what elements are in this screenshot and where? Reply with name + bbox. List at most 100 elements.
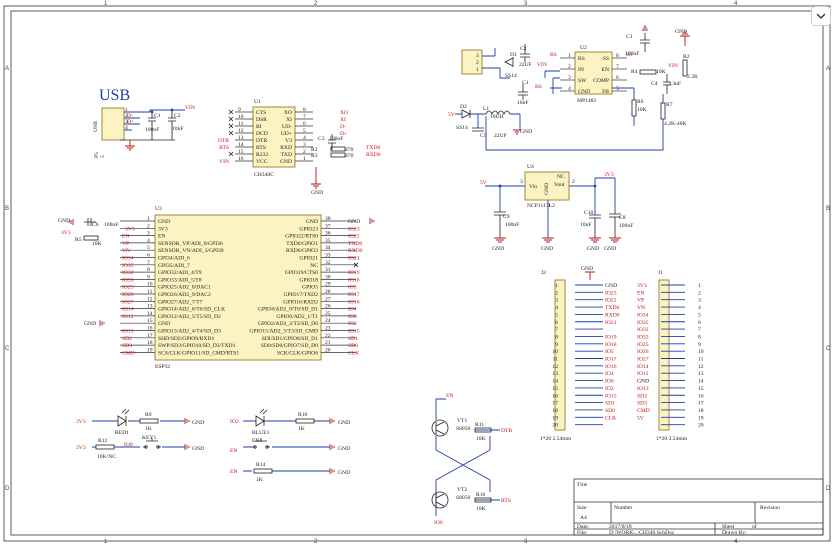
u3-pin-number: 26 [325,304,331,310]
u3-pin-net: VN [122,248,130,254]
usb-net-dminus: D- [127,113,133,119]
u3-pin-net: IO0 [348,314,357,320]
j2-pins-pin-number: 10 [552,349,558,355]
u3-pin-number: 34 [325,245,331,251]
j1-pins-pin-number: 15 [698,386,704,392]
u3-pin-net: IO21 [348,256,360,262]
u3-pin-name: GND [158,219,170,225]
u3-pin-name: GPIO0/AD2_1/T1 [276,314,318,320]
j1-pins-pin-number: 9 [698,342,701,348]
red-led-r-ref: R9 [145,412,152,418]
u2-pin-name: COMP [593,78,609,84]
title-label: Title [577,482,588,488]
u3-pin-name: GND [306,219,318,225]
u3-pin-name: GPIO21 [299,256,318,262]
j1-pins-pin-number: 14 [698,379,704,385]
u3-pin-net: SD2 [122,336,132,342]
j2-pins-pin-number: 5 [555,312,558,318]
j1-pins-pin-net: SD3 [637,401,647,407]
vt2-value: S8050 [456,495,471,501]
en-r14-value: 1K [256,477,263,483]
zone-col-top: 1 [104,1,108,7]
j2-pins-pin-net: IO2 [605,386,614,392]
j1-pins-pin-net: 5V [637,415,644,421]
u3-pin-name: GPIO13/AD2_4/T4/SD_D3 [158,329,221,335]
u3-pin-number: 11 [147,289,153,295]
j2-pins-pin-number: 20 [552,423,558,429]
revision-label: Revision [760,505,780,511]
u3-pin-number: 18 [147,340,153,346]
u1-pin-number: 6 [303,121,306,127]
j2-pins-pin-number: 15 [552,386,558,392]
u3-pin-net: IO34 [122,256,134,262]
u3-pin-number: 29 [325,282,331,288]
usb-c2-value: 10nF [172,126,184,132]
u3-pin-net: IO4 [348,307,357,313]
u2-j-pin-2: 2 [476,60,479,66]
u3-pin-net: 3V3 [125,226,135,232]
u3-pin-net: SD1 [348,336,358,342]
u2-gnd2-label: GND [675,29,687,35]
u3-pin-name: GPIO2/AD2_2/T2/SD_D0 [258,321,318,327]
u3-pin-net: CLK [348,350,359,356]
j2-pins-pin-net: RXD0 [605,312,620,318]
j2-pins-pin-net: IO18 [605,342,617,348]
u4-pin-nc: NC [557,174,565,180]
red-led-gnd: GND [192,420,204,426]
u1-pin-number: 15 [238,149,244,155]
u2-l1-value: 10UH [490,114,504,120]
u3-pin-name: GPIO15/AD2_3/T3/SD_CMD [249,329,318,335]
u1-pin-number: 16 [238,156,244,162]
u4-c10-value: 10nF [580,222,592,228]
u2-pin-number: 3 [568,75,571,81]
j2-gnd-label: GND [581,266,593,272]
title-block: Title Size A4 Number Revision Date: 2017… [573,478,824,536]
u3-pin-net: IO2 [348,321,357,327]
u1-pin-name: DSR [256,117,267,123]
u4-num-2: 2 [572,179,575,185]
u1-pin-number: 2 [303,149,306,155]
u3-pin-name: GPI34/ADI_6 [158,256,190,262]
u3-pin-number: 36 [325,231,331,237]
u2-r4-value: 10K [656,69,666,75]
u3-pin-net: IO14 [122,307,134,313]
u4-num-3: 3 [520,179,523,185]
key-r-value: 10K/NC [97,454,116,460]
u3-pin-net: IO16 [348,299,360,305]
u2-pin-number: 6 [616,75,619,81]
u3-pin-net: TXD0 [348,241,362,247]
j2-pins-pin-number: 2 [555,290,558,296]
u3-pin-number: 14 [147,311,153,317]
j1-pins-pin-net: IO32 [637,327,649,333]
u1-pin-number: 10 [238,114,244,120]
u3-pin-name: SD0/SD0/GPIO7/SD_D0 [261,343,318,349]
zone-row-left: C [5,346,10,352]
u2-pin-name: IN [578,67,584,73]
u3-pin-number: 33 [325,253,331,259]
j2-pins-pin-net: TXD0 [605,305,619,311]
viewer-menu-button[interactable] [811,6,831,26]
u1-pin-name: DTR [256,138,267,144]
j2-pins-pin-number: 12 [552,364,558,370]
j1-pins-pin-net: EN [637,290,644,296]
r11-value: 10K [476,436,486,442]
u2-input-header [461,49,483,75]
u1-pin-number: 8 [303,107,306,113]
en-switch-net: EN [230,448,237,454]
u4-pin-vin: Vin [529,184,537,190]
u1-pin-net: XO [340,110,348,116]
u1-pin-name: R232 [256,152,268,158]
usb-pin-4: 4 [125,125,128,131]
u1-pin-name: GND [280,159,292,165]
u2-pin-number: 5 [616,86,619,92]
header-j1: J1 1*20 2.54mm 13V32EN3VP4VN5IO346IO357I… [637,270,704,442]
j1-pins-pin-net: VP [637,298,644,304]
u3-pin-number: 31 [325,267,331,273]
u3-pin-name: RXD0/GPIO3 [286,248,318,254]
j1-pins-pin-number: 10 [698,349,704,355]
u2-bs-left-net: BS [535,84,542,90]
u2-name: MP1482 [577,98,596,104]
blue-led-r-ref: R10 [298,412,308,418]
zone-row-right: D [826,486,831,492]
